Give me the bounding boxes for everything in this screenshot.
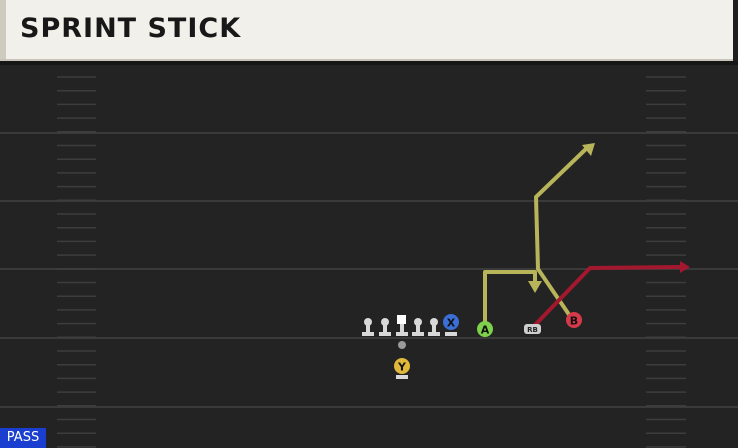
player-b-label: B — [570, 315, 578, 328]
route-b-vertical-arrow — [582, 143, 595, 156]
lineman-rt-icon — [428, 318, 440, 336]
play-title-bar: SPRINT STICK — [0, 0, 733, 59]
yard-lines — [0, 132, 738, 408]
center-icon — [396, 315, 408, 336]
route-rb-flat — [533, 265, 682, 327]
player-y-label: Y — [397, 361, 407, 374]
player-b: B — [566, 312, 582, 328]
player-a-label: A — [481, 324, 490, 337]
player-y: Y — [394, 358, 410, 379]
route-a — [483, 270, 537, 330]
route-rb-flat-arrow — [680, 261, 690, 273]
player-a: A — [477, 321, 493, 337]
player-x: X — [443, 314, 459, 336]
play-field: X Y A B RB — [0, 61, 738, 448]
lineman-lg-icon — [379, 318, 391, 336]
quarterback-icon — [398, 341, 406, 349]
play-type-badge: PASS — [0, 428, 46, 448]
offensive-line — [362, 315, 440, 336]
route-b-vertical — [534, 145, 590, 321]
routes — [483, 143, 690, 330]
player-rb-label: RB — [527, 326, 538, 334]
lineman-rg-icon — [412, 318, 424, 336]
player-x-label: X — [447, 317, 456, 330]
player-rb: RB — [524, 324, 541, 334]
field-turf — [0, 61, 738, 448]
route-a-arrow — [528, 281, 542, 293]
lineman-lt-icon — [362, 318, 374, 336]
hash-marks — [57, 76, 686, 448]
play-title: SPRINT STICK — [20, 13, 242, 44]
